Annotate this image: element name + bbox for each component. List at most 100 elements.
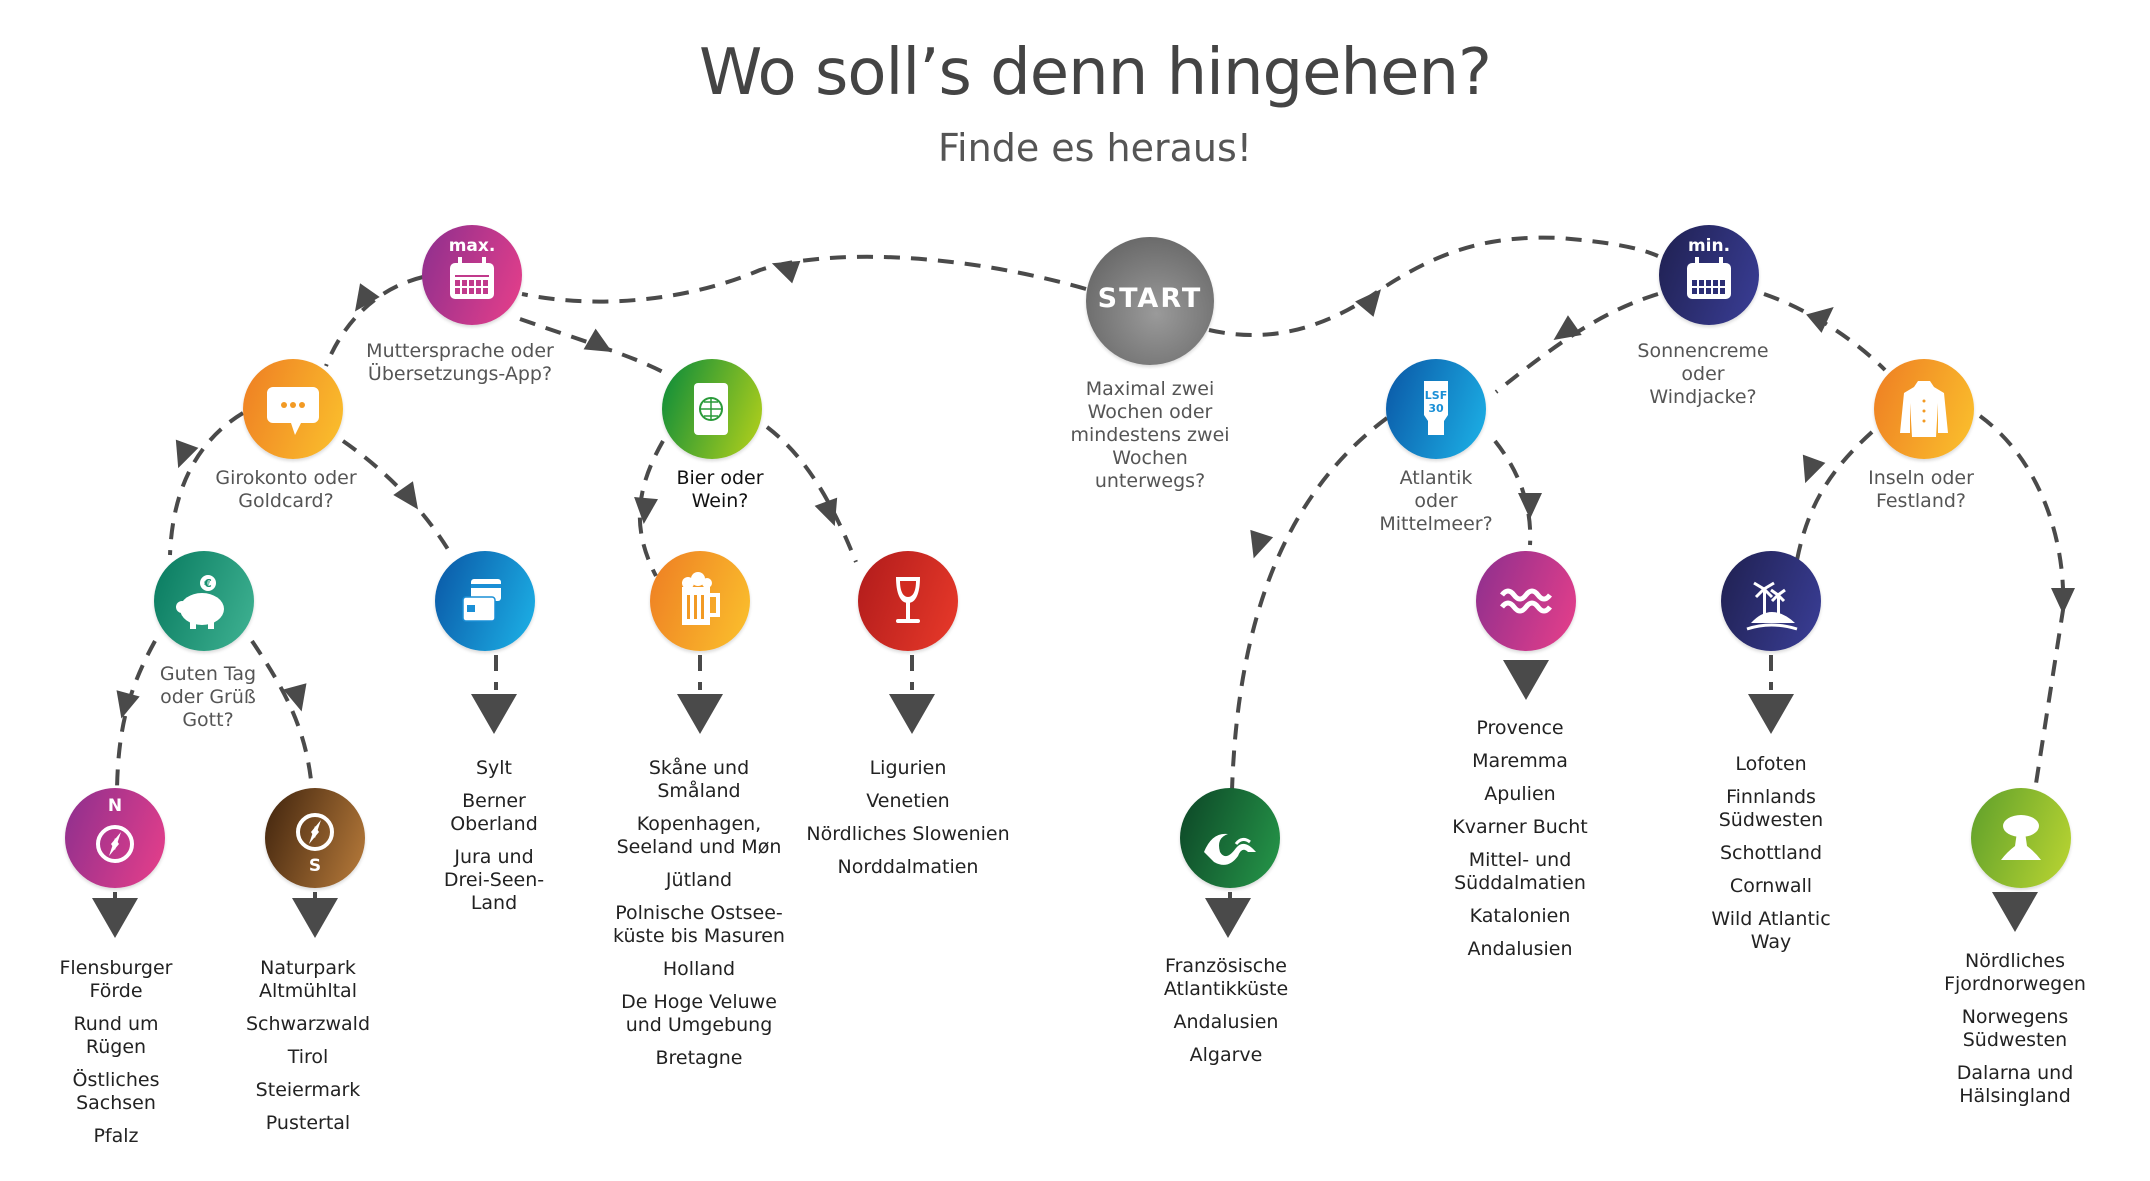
destination-item[interactable]: Nördliches Slowenien [806,823,1010,845]
wine-glass-icon [896,577,920,623]
result-arrow-icon [471,694,517,734]
result-arrow-icon [1205,898,1251,938]
spf-label: LSF 30 [1424,389,1448,415]
destination-item[interactable]: Rund um Rügen [73,1013,159,1058]
destination-item[interactable]: Norwegens Südwesten [1961,1006,2069,1051]
ocean-node[interactable] [1180,788,1280,888]
destination-item[interactable]: Norddalmatien [837,856,979,878]
direction-arrow-icon [771,260,801,284]
direction-arrow-icon [1553,315,1582,341]
result-arrow-icon [1503,660,1549,700]
tree-node[interactable] [1971,788,2071,888]
north-node[interactable]: N [65,788,165,888]
destination-item[interactable]: Ligurien [869,757,947,779]
tree-icon [2001,815,2041,860]
destination-item[interactable]: Algarve [1189,1044,1263,1066]
destination-item[interactable]: Jura und Drei-Seen- Land [443,846,545,914]
palm-island-icon [1746,581,1798,631]
card-node[interactable] [435,551,535,651]
dashed-connector [765,425,858,563]
destination-item[interactable]: Flensburger Förde [59,957,173,1002]
destination-item[interactable]: Provence [1476,717,1564,739]
min-node[interactable]: min. [1659,225,1759,325]
waves-node[interactable] [1476,551,1576,651]
jacket-node[interactable] [1874,359,1974,459]
destination-item[interactable]: Andalusien [1173,1011,1279,1033]
piggy-node[interactable]: € [154,551,254,651]
destination-item[interactable]: Sylt [475,757,513,779]
island-node[interactable] [1721,551,1821,651]
destination-item[interactable]: Katalonien [1469,905,1571,927]
south-badge: S [308,856,322,876]
destination-item[interactable]: Nördliches Fjordnorwegen [1944,950,2086,995]
jacket-icon [1900,381,1948,437]
destination-item[interactable]: Kopenhagen, Seeland und Møn [616,813,782,858]
compass-south-icon [296,813,334,851]
destination-item[interactable]: De Hoge Veluwe und Umgebung [621,991,777,1036]
destination-item[interactable]: Maremma [1472,750,1568,772]
destination-item[interactable]: Kvarner Bucht [1452,816,1588,838]
destination-item[interactable]: Finnlands Südwesten [1718,786,1824,831]
destination-item[interactable]: Naturpark Altmühltal [259,957,357,1002]
calendar-icon [450,257,494,299]
destination-item[interactable]: Französische Atlantikküste [1163,955,1289,1000]
sunscreen-icon [1424,381,1448,435]
dashed-connector [1978,414,2066,791]
min-badge: min. [1687,236,1731,256]
destination-item[interactable]: Schwarzwald [245,1013,371,1035]
destination-item[interactable]: Skåne und Småland [648,757,750,802]
direction-arrow-icon [1806,307,1834,333]
north-badge: N [107,796,123,816]
beer-mug-icon [682,572,720,625]
destination-item[interactable]: Dalarna und Hälsingland [1956,1062,2074,1107]
page-subtitle: Finde es heraus! [937,126,1253,170]
direction-arrow-icon [116,690,140,719]
direction-arrow-icon [1250,529,1274,559]
destination-item[interactable]: Mittel- und Süddalmatien [1454,849,1586,894]
start-node[interactable]: START [1086,237,1214,365]
south-node[interactable]: S [265,788,365,888]
destination-item[interactable]: Bretagne [655,1047,743,1069]
sea-waves-icon [1500,588,1552,614]
beer-node[interactable] [650,551,750,651]
destination-item[interactable]: Lofoten [1735,753,1807,775]
dashed-connector [1208,235,1659,338]
destination-item[interactable]: Apulien [1484,783,1556,805]
destination-item[interactable]: Tirol [287,1046,329,1068]
destination-item[interactable]: Berner Oberland [450,790,538,835]
dashed-connector [324,275,424,367]
dashed-connector [1763,292,1887,372]
sunscreen-question: Atlantik oder Mittelmeer? [1379,467,1493,535]
dashed-connector [115,640,157,791]
destination-item[interactable]: Cornwall [1729,875,1813,897]
destination-item[interactable]: Wild Atlantic Way [1711,908,1831,953]
compass-north-icon [96,825,134,863]
destination-item[interactable]: Venetien [866,790,950,812]
destination-item[interactable]: Holland [662,958,736,980]
direction-arrow-icon [393,481,419,510]
wine-node[interactable] [858,551,958,651]
destination-item[interactable]: Schottland [1719,842,1823,864]
destination-item[interactable]: Pfalz [93,1125,139,1147]
piggy-bank-icon: € [176,575,224,629]
max-node[interactable]: max. [422,225,522,325]
max-question: Muttersprache oder Übersetzungs-App? [366,340,554,385]
start-label: START [1097,283,1203,314]
destination-item[interactable]: Pustertal [265,1112,351,1134]
destination-item[interactable]: Steiermark [255,1079,361,1101]
destination-item[interactable]: Jütland [665,869,733,891]
passport-node[interactable] [662,359,762,459]
destination-item[interactable]: Andalusien [1467,938,1573,960]
chat-node[interactable] [243,359,343,459]
direction-arrow-icon [814,497,838,527]
destination-item[interactable]: Östliches Sachsen [72,1069,160,1114]
destination-item[interactable]: Polnische Ostsee- küste bis Masuren [613,902,785,947]
sunscreen-node[interactable]: LSF 30 [1386,359,1486,459]
